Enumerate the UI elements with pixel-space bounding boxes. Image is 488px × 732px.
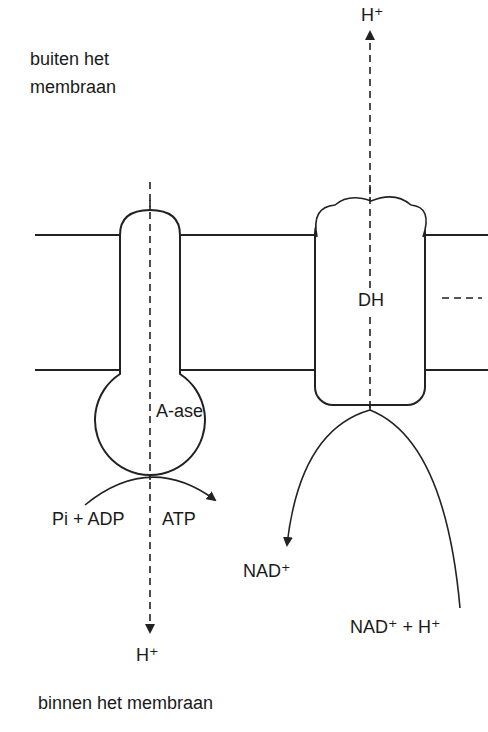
enzyme-outline xyxy=(315,215,425,405)
ion-label: H⁺ xyxy=(136,644,159,667)
reaction-arrow xyxy=(85,477,215,505)
enzyme-name: A-ase xyxy=(156,400,203,423)
enzyme-cap xyxy=(316,197,426,237)
reaction-arrow xyxy=(287,410,370,545)
product-label: ATP xyxy=(162,508,196,531)
product-label: NAD⁺ xyxy=(243,560,291,583)
reactant-label: Pi + ADP xyxy=(52,508,125,531)
region-label: binnen het membraan xyxy=(38,692,213,715)
enzyme-name: DH xyxy=(355,289,387,312)
enzyme-shape xyxy=(90,200,210,480)
dash-mark xyxy=(442,297,482,299)
ion-label: H⁺ xyxy=(361,4,384,27)
proton-path xyxy=(369,32,371,410)
region-label: buiten het membraan xyxy=(30,46,148,102)
proton-path xyxy=(149,200,151,480)
atp-synthase: A-ase xyxy=(90,200,210,480)
reactant-label: NAD⁺ + H⁺ xyxy=(350,616,441,639)
dehydrogenase: DH xyxy=(305,185,435,410)
proton-path xyxy=(149,182,151,632)
reaction-line xyxy=(370,410,460,608)
